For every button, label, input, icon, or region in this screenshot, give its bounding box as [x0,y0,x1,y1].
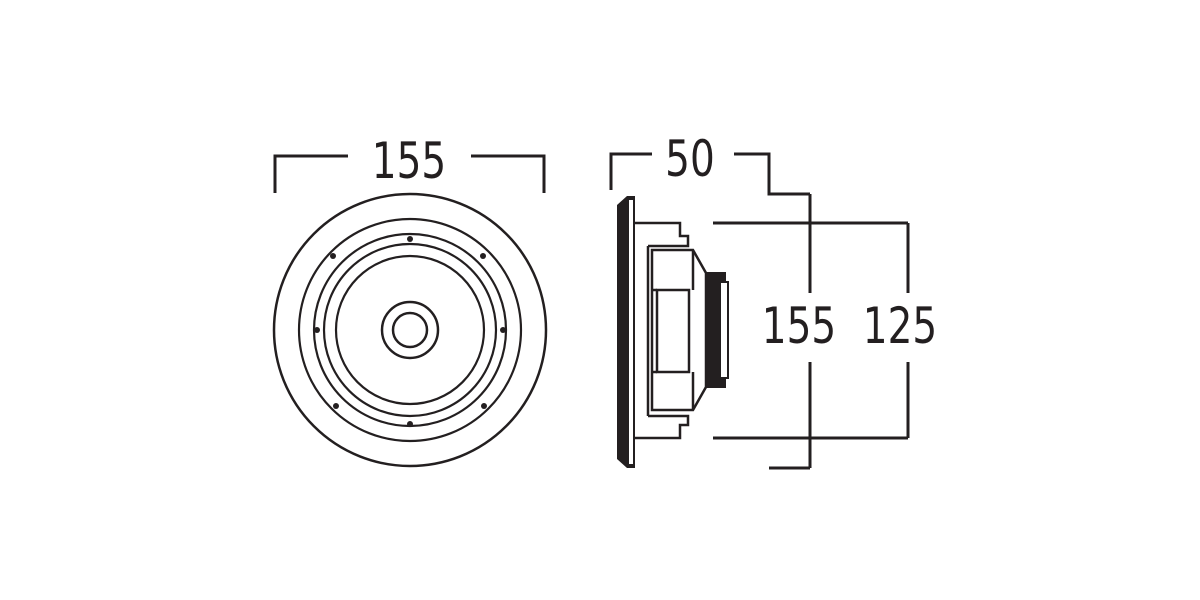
screw-dot [330,253,336,259]
basket-outline [635,221,708,440]
side-depth-dimension [609,152,810,196]
screw-dot [314,327,320,333]
front-width-label: 155 [372,131,446,190]
front-view: 155 [272,131,548,468]
screw-dot [407,236,413,242]
side-outer-height-label: 155 [762,296,836,355]
front-width-dimension [273,154,546,193]
screw-dot [500,327,506,333]
side-inner-height-dimension [713,221,910,440]
flange-inner-line [629,200,633,464]
side-outer-height-dimension [769,194,812,470]
grille-ring-2 [312,232,508,428]
tweeter-outer-ring [380,300,440,360]
screw-dot [481,403,487,409]
grille-ring-3 [322,242,498,418]
screw-dot [333,403,339,409]
cone-ring [334,254,486,406]
tweeter-inner-ring [391,311,429,349]
outer-bezel-ring [272,192,548,468]
screw-dot [407,421,413,427]
mounting-screws [314,236,506,427]
side-view: 50 155 125 [609,129,937,470]
speaker-side-profile [617,196,729,468]
grille-ring-1 [297,217,523,443]
side-depth-label: 50 [665,129,715,188]
screw-dot [480,253,486,259]
side-inner-height-label: 125 [863,296,937,355]
magnet-cap [719,281,729,379]
